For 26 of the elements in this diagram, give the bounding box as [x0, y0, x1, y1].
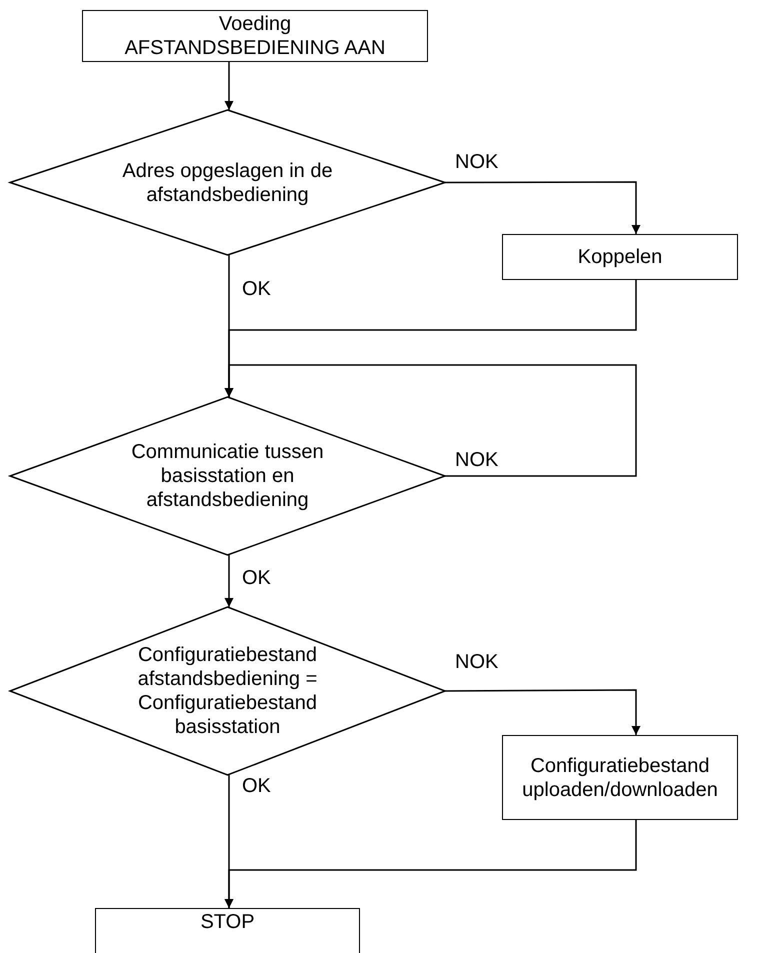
process-box	[502, 735, 738, 820]
node-label: Voeding AFSTANDSBEDIENING AAN	[124, 12, 386, 60]
arrow	[445, 689, 640, 735]
decision-diamond	[10, 110, 445, 255]
process-box	[95, 908, 360, 953]
process-box	[502, 234, 738, 280]
arrow	[445, 181, 640, 234]
arrow	[224, 820, 637, 908]
arrow	[224, 62, 234, 110]
node-label: Adres opgeslagen in de afstandsbediening	[121, 158, 334, 206]
node-label: Configuratiebestand afstandsbediening = Configuratiebestand basisstation	[136, 643, 318, 739]
edge-label: OK	[242, 774, 271, 798]
process-box	[82, 10, 428, 62]
node-label: Configuratiebestand uploaden/downloaden	[521, 754, 719, 802]
edge-label: NOK	[455, 650, 498, 674]
edge-label: NOK	[455, 448, 498, 472]
decision-diamond	[10, 397, 445, 555]
node-label: Communicatie tussen basisstation en afstandsbediening	[130, 440, 325, 512]
edge-label: OK	[242, 566, 271, 590]
arrow	[224, 364, 637, 477]
arrow	[224, 555, 234, 607]
edge-label: NOK	[455, 150, 498, 174]
node-label: Koppelen	[576, 245, 664, 269]
edge-label: OK	[242, 277, 271, 301]
node-label: STOP	[199, 910, 256, 934]
decision-diamond	[10, 607, 445, 775]
